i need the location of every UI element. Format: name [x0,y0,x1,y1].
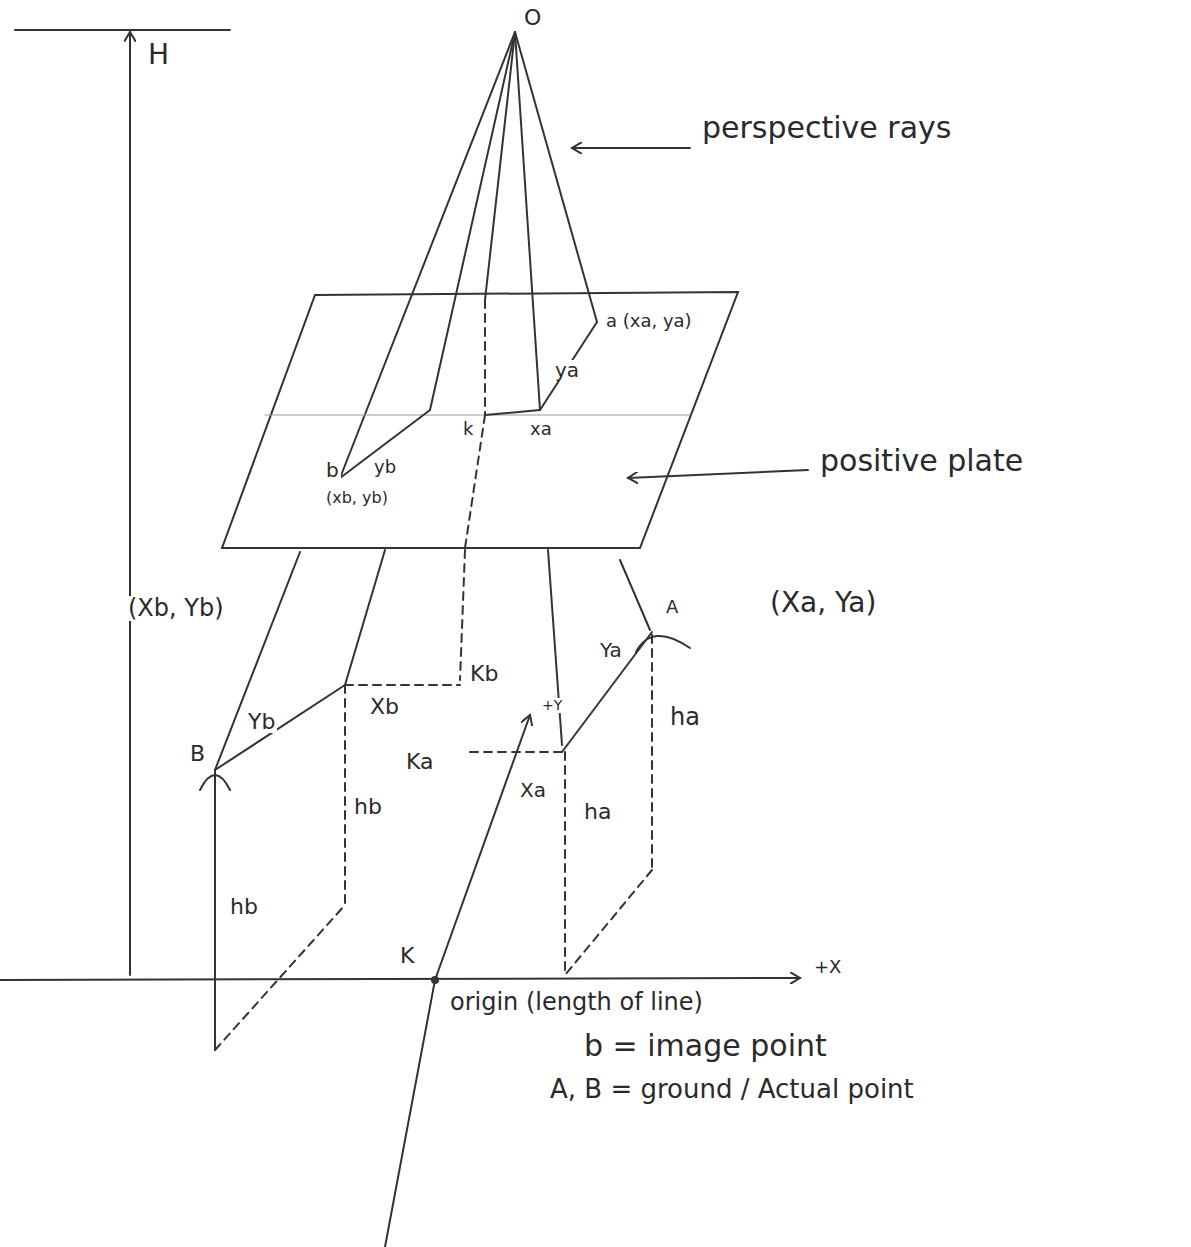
projection-lines [215,550,650,770]
diagram-label: B [188,742,207,765]
diagram-label: ha [582,800,613,823]
callout-arrow [628,470,808,478]
diagram-label: Ka [404,750,436,773]
diagram-label: hb [352,795,384,818]
diagram-label: (xb, yb) [324,490,390,507]
ground-point-a-construction [435,632,690,980]
diagram-label: xa [528,420,554,439]
diagram-label: k [461,420,475,439]
diagram-label: Xa [518,780,548,801]
diagram-label: ha [668,705,702,730]
y-axis [385,980,435,1247]
diagram-label: A [664,598,680,617]
ground-point-b-construction [200,685,460,1050]
point-symbol [200,775,230,790]
diagram-label: b [324,460,341,481]
height-line [129,32,131,975]
diagram-label: Yb [246,710,277,733]
positive-plate [222,292,738,548]
plate-axis [265,415,690,416]
diagram-label: H [146,40,171,69]
diagram-label: Ya [598,640,624,661]
diagram-label: positive plate [818,445,1025,477]
diagram-label: +Y [540,698,564,713]
diagram-label: b = image point [582,1030,829,1062]
point-symbol [636,636,690,652]
datum-line [15,29,230,31]
diagram-label: hb [228,895,260,918]
diagram-label: (Xb, Yb) [126,596,226,621]
diagram-label: Kb [468,662,500,685]
diagram-label: a (xa, ya) [604,312,694,331]
diagram-label: perspective rays [700,112,953,144]
diagram-label: (Xa, Ya) [768,588,878,617]
diagram-label: ya [553,360,581,381]
diagram-label: K [398,944,416,967]
image-coordinates [340,322,597,548]
diagram-label: yb [372,458,398,477]
diagram-label: O [522,6,543,29]
diagram-label: origin (length of line) [448,990,705,1015]
diagram-label: A, B = ground / Actual point [548,1076,916,1103]
perspective-rays [340,32,597,478]
x-axis [0,978,800,980]
diagram-label: +X [812,958,843,977]
diagram-label: Xb [368,695,401,718]
callout-arrow [572,147,690,149]
origin-point [432,977,438,983]
